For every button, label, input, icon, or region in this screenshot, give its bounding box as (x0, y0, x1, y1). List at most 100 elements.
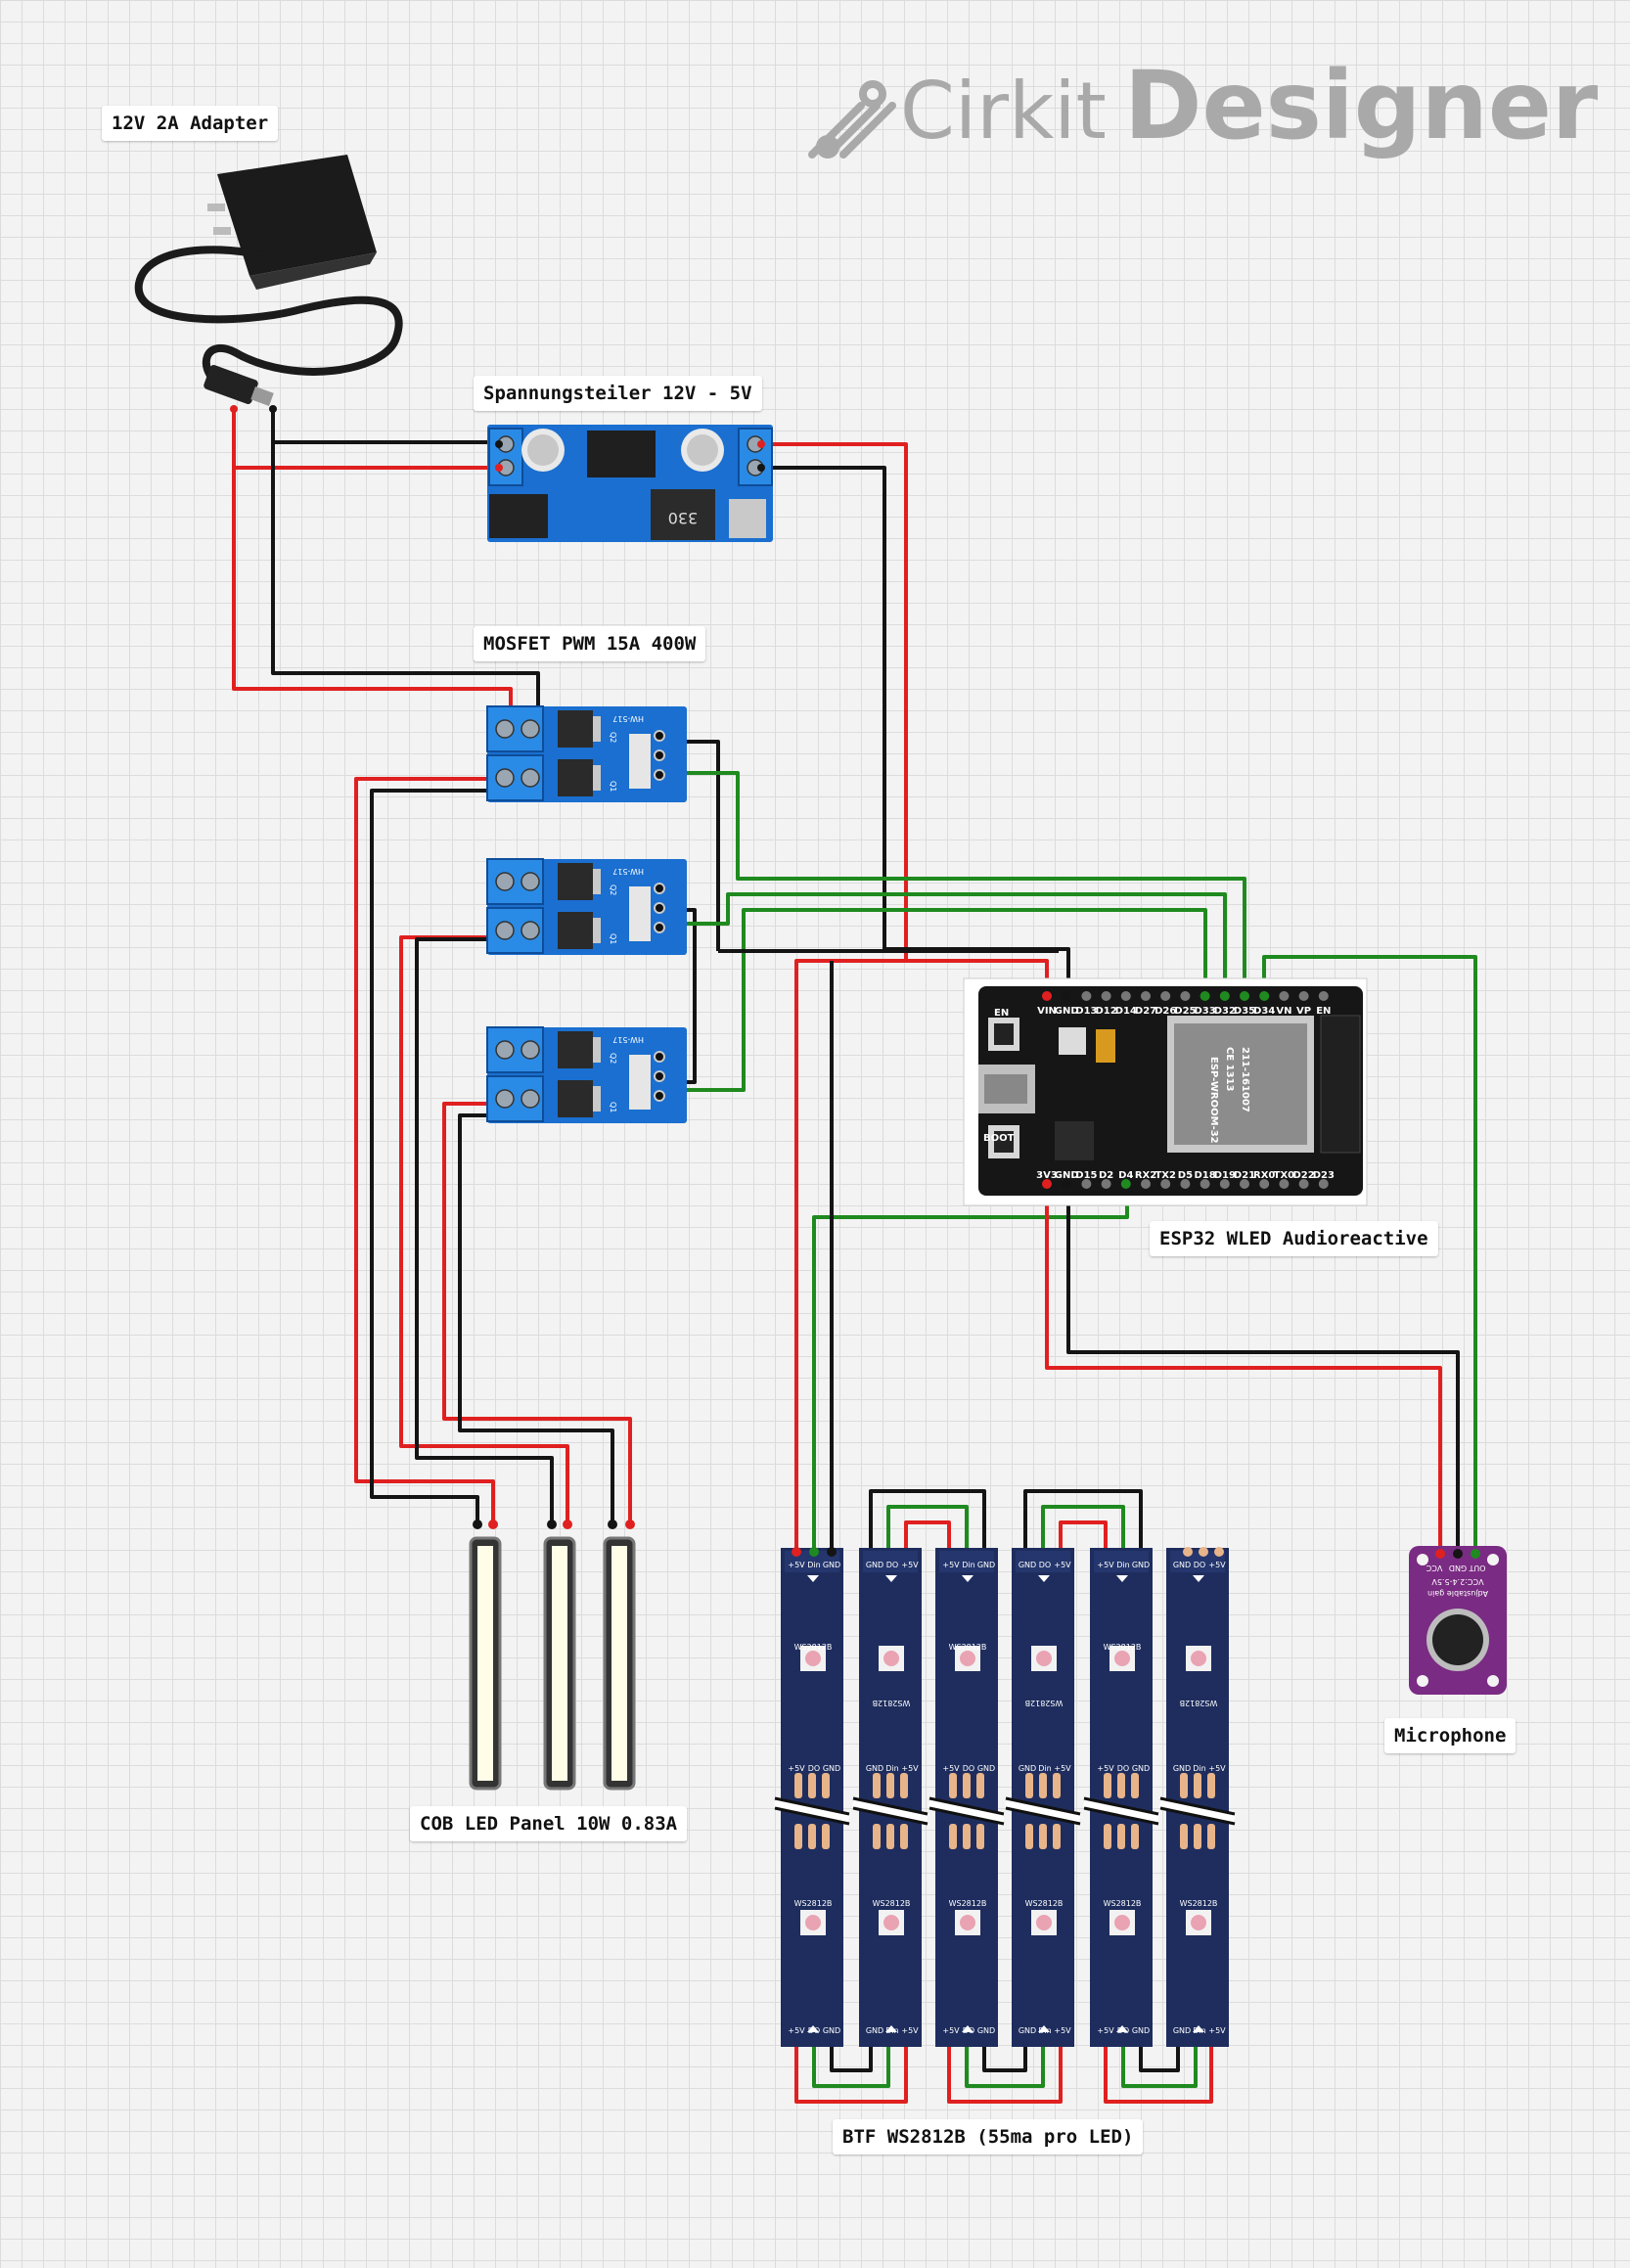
esp-top-pin-label: D35 (1234, 1006, 1255, 1017)
strip-pad-label: GND (1019, 1764, 1036, 1773)
microphone-board[interactable]: VCC:2.4-5.5V Adjustable gain VCC GND OUT (1409, 1546, 1507, 1695)
mosfet-module-text: HW-517 (612, 714, 644, 723)
strip-pin-label-top: Din (807, 1561, 820, 1569)
esp-top-pin-label: D32 (1214, 1006, 1236, 1017)
esp-top-pin-hole[interactable] (1081, 991, 1092, 1001)
esp-bottom-pin-hole[interactable] (1318, 1179, 1329, 1189)
strip-pin-label-top: GND (1173, 1561, 1191, 1569)
esp-top-pin-label: D27 (1135, 1006, 1156, 1017)
wire-strip-bot-gnd-1 (830, 2045, 873, 2072)
strip-pin-label-top: +5V (1208, 1561, 1226, 1569)
esp-bottom-pin-hole[interactable] (1101, 1179, 1111, 1189)
strip-pin-label-top: GND (1019, 1561, 1036, 1569)
esp-bottom-pin-label: D18 (1194, 1170, 1215, 1181)
cob-panel-2[interactable] (543, 1536, 576, 1791)
wire-adapter-gnd-mosfets (271, 442, 540, 722)
mosfet-q2-text: Q2 (609, 1053, 617, 1064)
esp32-board[interactable]: EN BOOT ESP-WROOM-32 CE 1313 211-161007 … (963, 977, 1368, 1206)
brand-word-1: Cirkit (900, 66, 1107, 157)
strip-pin-label-top: GND (823, 1561, 840, 1569)
esp-bottom-pin-label: TX2 (1155, 1170, 1176, 1181)
esp-top-pin-hole[interactable] (1298, 991, 1309, 1001)
esp-top-pin-hole[interactable] (1180, 991, 1191, 1001)
wire-strip-bot-data-2 (965, 2045, 1045, 2088)
esp-bottom-pin-label: RX2 (1135, 1170, 1156, 1181)
strip-pin-label-bottom: DO (1117, 2026, 1129, 2035)
esp-bottom-pin-hole[interactable] (1240, 1179, 1249, 1189)
esp-top-pin-hole[interactable] (1219, 991, 1230, 1001)
strip-input-pin[interactable] (809, 1547, 819, 1557)
esp-bottom-pin-hole[interactable] (1160, 1179, 1171, 1189)
wire-adapter-gnd-buck (271, 409, 501, 450)
esp-bottom-pin-hole[interactable] (1259, 1179, 1270, 1189)
esp-top-pin-label: D25 (1174, 1006, 1196, 1017)
strip-pin-label-top: DO (1039, 1561, 1051, 1569)
strip-cut-marker (1004, 1797, 1082, 1823)
esp-top-pin-label: VIN (1037, 1006, 1057, 1017)
esp-top-pin-hole[interactable] (1101, 991, 1111, 1001)
mosfet-board-1[interactable]: HW-517 Q2 Q1 (486, 705, 688, 803)
esp-bottom-pin-hole[interactable] (1279, 1179, 1290, 1189)
esp-bottom-pin-hole[interactable] (1042, 1179, 1052, 1189)
strip-pad-label: Din (1193, 1764, 1205, 1773)
esp-top-pin-hole[interactable] (1042, 991, 1052, 1001)
esp-top-pin-hole[interactable] (1259, 991, 1270, 1001)
esp-top-pin-label: VN (1276, 1006, 1291, 1017)
strip-pin-label-top: GND (1132, 1561, 1150, 1569)
strip-chip-label: WS2812B (1104, 1899, 1142, 1908)
power-adapter[interactable] (134, 155, 403, 413)
wire-mosfet2-pwm (675, 892, 1227, 992)
strip-input-pin[interactable] (792, 1547, 801, 1557)
strip-pad-label: GND (866, 1764, 883, 1773)
esp-bottom-pin-hole[interactable] (1062, 1179, 1072, 1189)
esp-bottom-pin-hole[interactable] (1298, 1179, 1309, 1189)
strip-pad-label: GND (1132, 1764, 1150, 1773)
esp-bottom-pin-hole[interactable] (1219, 1179, 1230, 1189)
mosfet-board-3[interactable]: HW-517 Q2 Q1 (486, 1026, 688, 1124)
cob-panel-1[interactable] (469, 1536, 502, 1791)
strip-input-pin[interactable] (827, 1547, 837, 1557)
esp-top-pin-hole[interactable] (1240, 991, 1249, 1001)
wire-adapter-12v-mosfets (232, 468, 513, 722)
wire-mosfet1-out-cob1 (354, 777, 511, 1524)
esp-bottom-pin-hole[interactable] (1120, 1179, 1131, 1189)
esp-top-pin-hole[interactable] (1160, 991, 1171, 1001)
strip-pin-label-top: Din (1116, 1561, 1129, 1569)
esp-bottom-pin-hole[interactable] (1081, 1179, 1092, 1189)
cob-panel-3[interactable] (603, 1536, 636, 1791)
wire-mosfet2-gnd-cob2 (415, 937, 554, 1524)
mosfet-q2-text: Q2 (609, 732, 617, 743)
strip-chip-label: WS2812B (1180, 1699, 1218, 1707)
esp-top-pin-label: D13 (1075, 1006, 1097, 1017)
esp-top-pin-hole[interactable] (1120, 991, 1131, 1001)
strip-pin-label-top: Din (962, 1561, 974, 1569)
wire-mic-out-esp (1262, 955, 1477, 1552)
esp-bottom-pin-label: D5 (1178, 1170, 1193, 1181)
esp-bottom-pin-hole[interactable] (1200, 1179, 1210, 1189)
strip-chip-label: WS2812B (1025, 1899, 1064, 1908)
wire-strip-bot-data-1 (812, 2045, 890, 2088)
esp-top-pin-hole[interactable] (1141, 991, 1151, 1001)
led-strip[interactable]: WS2812BWS2812B+5V+5V+5VDinDODOGNDGNDGNDW… (773, 1547, 1237, 2047)
esp-bottom-pin-hole[interactable] (1141, 1179, 1151, 1189)
wire-strip-top-5v-1 (904, 1520, 951, 1548)
esp-module-line-3: 211-161007 (1240, 1047, 1250, 1112)
esp-top-pin-hole[interactable] (1279, 991, 1290, 1001)
wire-mosfet1-gnd-ctrl (675, 740, 720, 951)
mic-pin-gnd: GND (1449, 1564, 1467, 1572)
wire-mosfet1-gnd-cob1 (370, 789, 538, 1524)
esp-top-pin-hole[interactable] (1062, 991, 1072, 1001)
esp-top-pin-hole[interactable] (1200, 991, 1210, 1001)
strip-pad-label: Din (885, 1764, 898, 1773)
esp-top-pin-hole[interactable] (1318, 991, 1329, 1001)
buck-converter[interactable]: 330 (487, 425, 773, 542)
esp-bottom-pin-hole[interactable] (1180, 1179, 1191, 1189)
strip-pad-label: +5V (901, 1764, 919, 1773)
mosfet-board-2[interactable]: HW-517 Q2 Q1 (486, 858, 688, 956)
